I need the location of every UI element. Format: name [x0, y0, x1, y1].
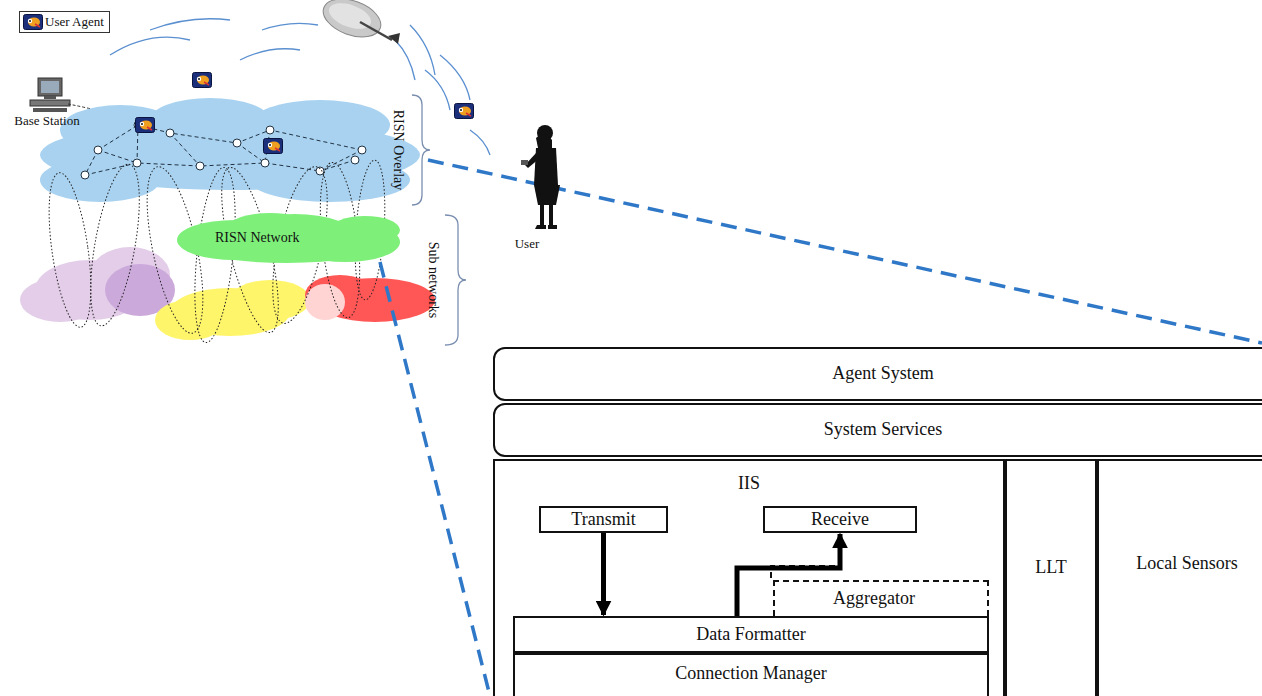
module-box: IIS Transmit ReceiveAggregatorData Formatt… [493, 459, 1005, 696]
process-box: Receive [763, 506, 917, 533]
layer-band: System Services [493, 403, 1262, 457]
agent-icon [23, 14, 43, 30]
flow-arrow [601, 533, 606, 615]
node-label: RISN Network [215, 230, 299, 247]
flow-arrow [737, 534, 840, 616]
node-label: Local Sensors [1122, 553, 1252, 575]
node-label: Agent System [832, 363, 934, 385]
node-label: IIS [738, 473, 760, 495]
figure-label: Base Station [14, 113, 79, 129]
bracket-label: Sub networks [425, 242, 441, 319]
node-label: Data Formatter [696, 624, 805, 646]
node-label: LLT [1035, 557, 1066, 579]
module-box: Local Sensors [1097, 459, 1262, 696]
node-label: System Services [824, 419, 943, 441]
layer-box: Connection Manager [513, 653, 989, 696]
node-label: Receive [811, 509, 869, 531]
bracket-label: RISN Overlay [390, 110, 406, 191]
process-box: Transmit [539, 506, 668, 533]
module-box: LLT [1005, 459, 1097, 696]
cloud-network: RISN Network [175, 212, 400, 264]
aggregator-box: Aggregator [773, 580, 989, 616]
layer-band: Agent System [493, 347, 1262, 401]
node-label: Aggregator [833, 588, 915, 610]
node-label: Connection Manager [675, 663, 826, 685]
legend-box: User Agent [19, 11, 110, 33]
layer-box: Data Formatter [513, 616, 989, 653]
figure-label: User [515, 236, 540, 252]
legend-label: User Agent [45, 14, 104, 30]
node-label: Transmit [571, 509, 635, 531]
